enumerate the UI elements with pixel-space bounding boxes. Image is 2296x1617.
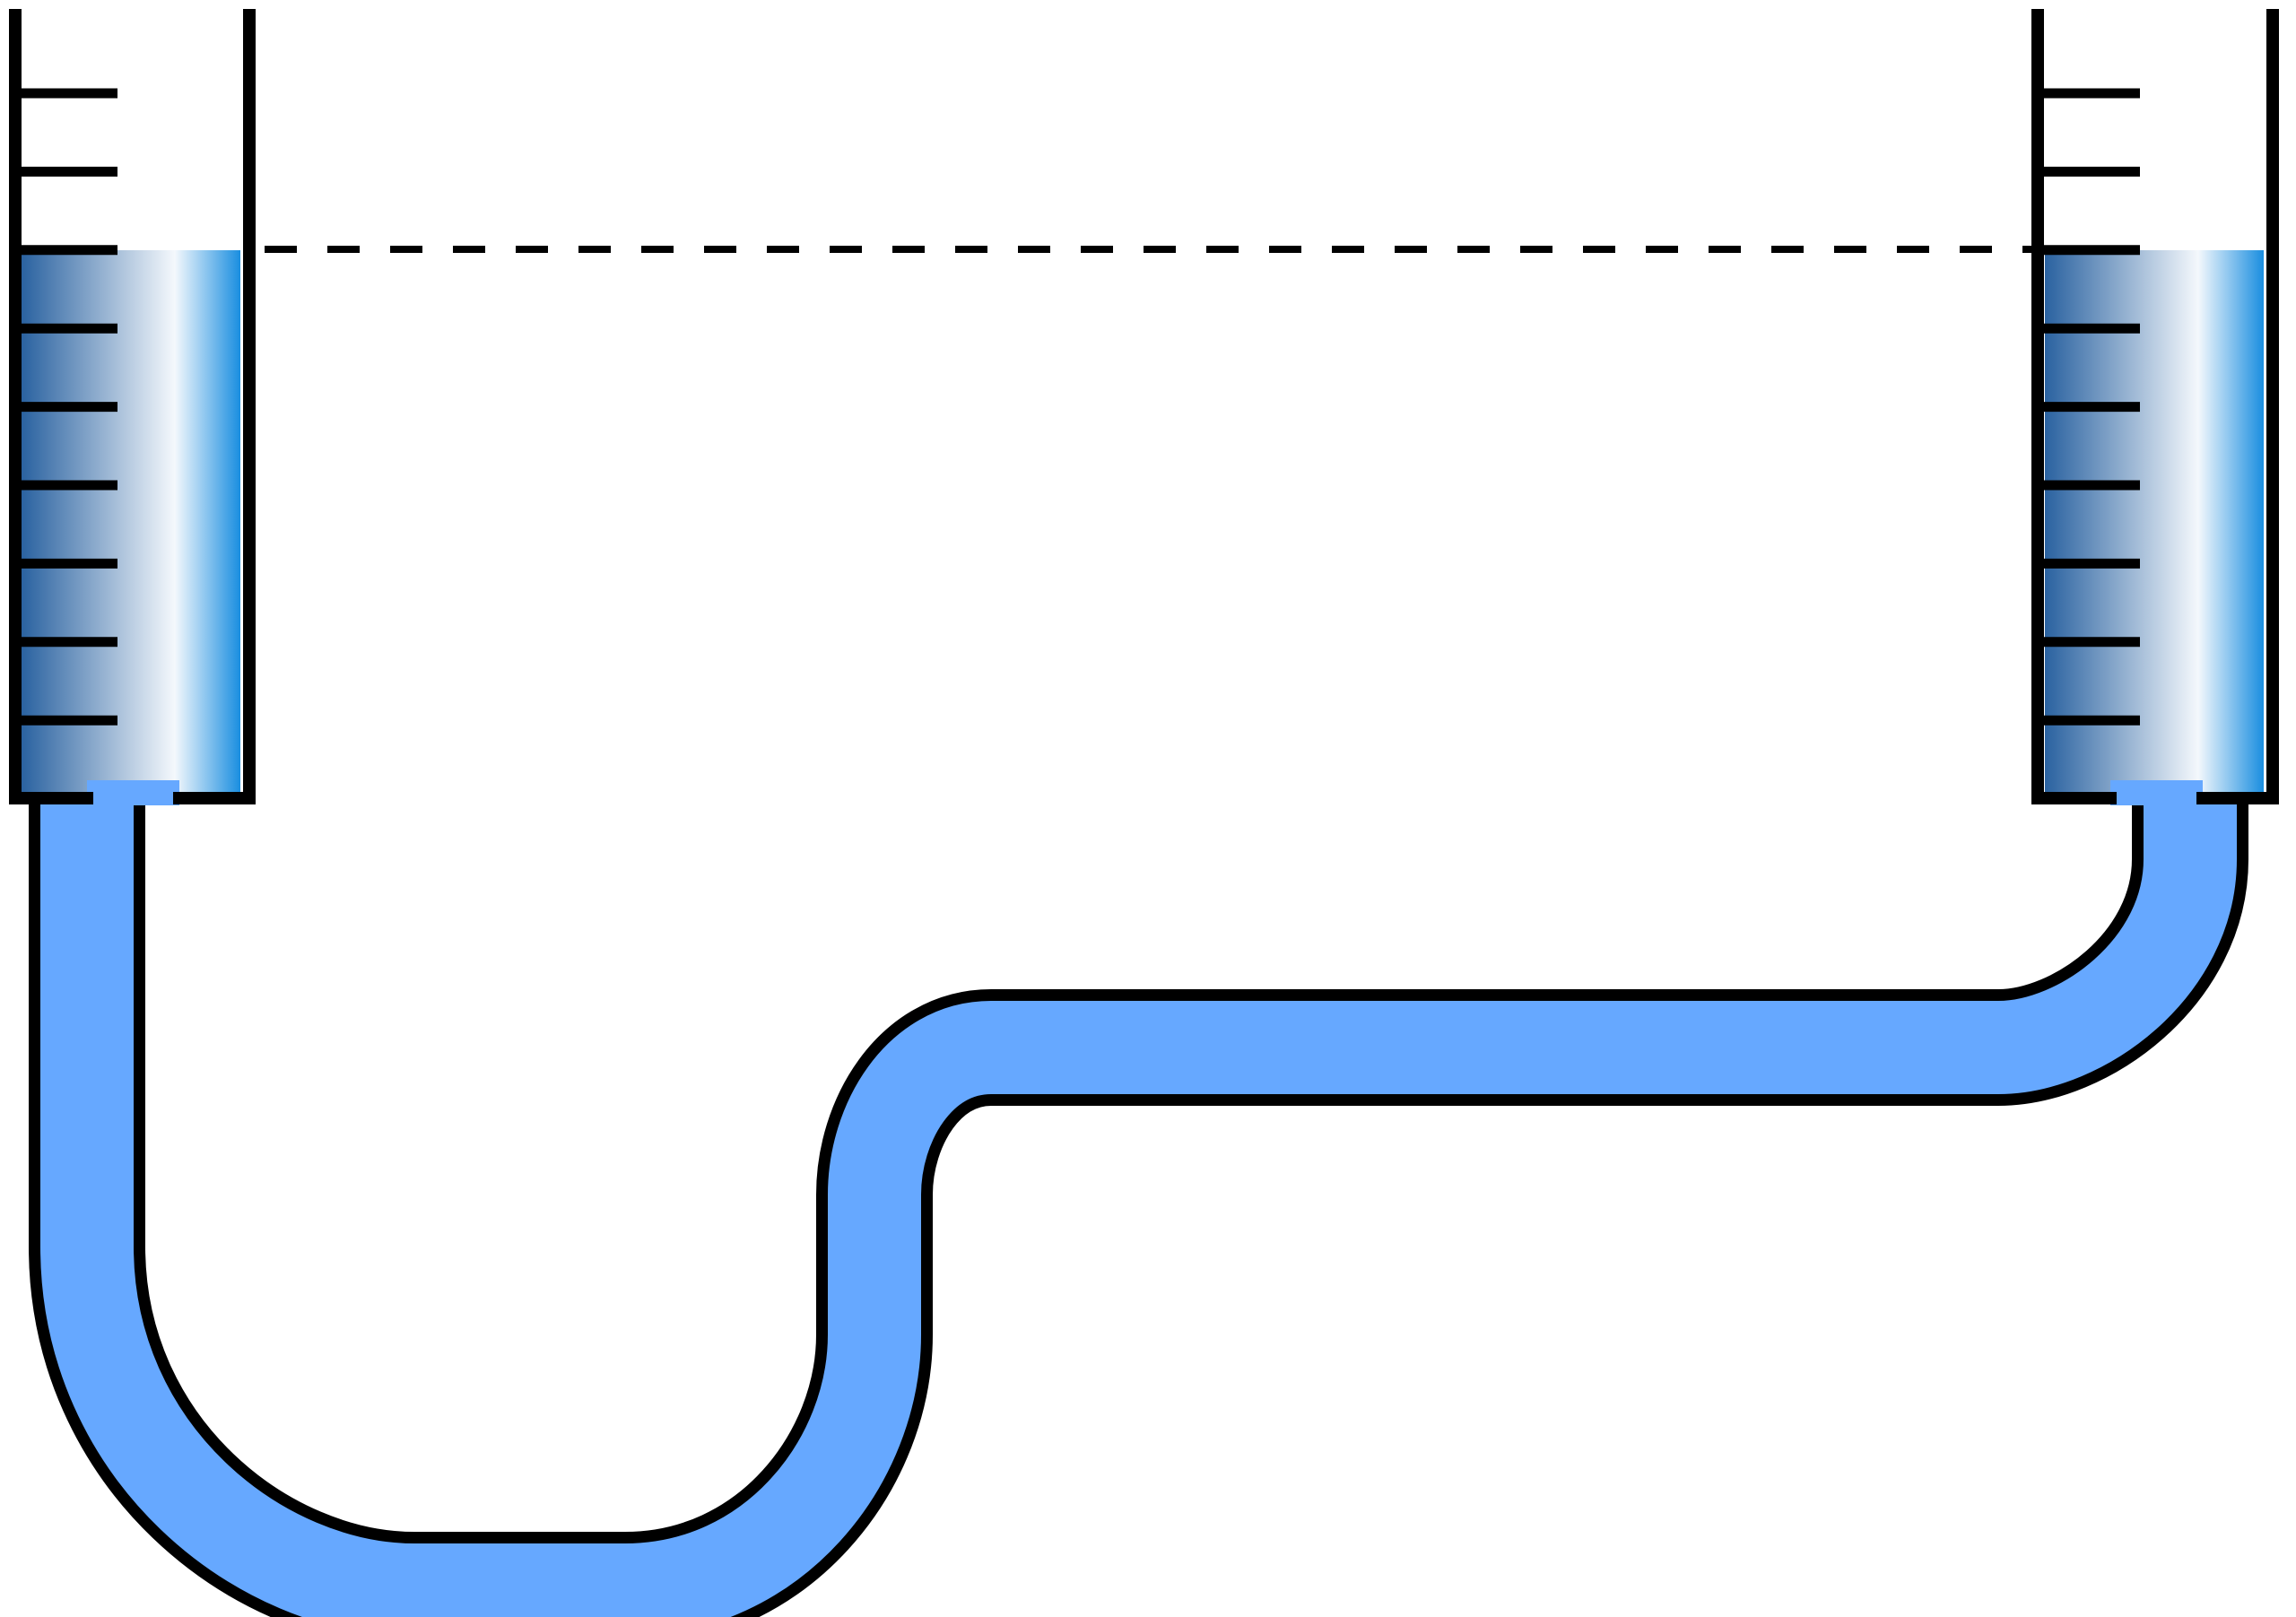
connecting-tube <box>29 794 2248 1617</box>
right-vessel-scale <box>2044 88 2140 726</box>
left-vessel-scale <box>22 88 117 726</box>
right-vessel-outlet <box>2110 780 2203 805</box>
left-vessel-water <box>22 250 240 792</box>
tube-water <box>40 794 2237 1617</box>
left-vessel-outlet <box>87 780 179 805</box>
left-vessel-outline <box>9 9 93 804</box>
right-vessel-outline <box>2031 9 2117 804</box>
right-vessel-wall <box>2196 9 2279 804</box>
right-vessel-water <box>2045 250 2264 792</box>
left-vessel-wall <box>173 9 256 804</box>
